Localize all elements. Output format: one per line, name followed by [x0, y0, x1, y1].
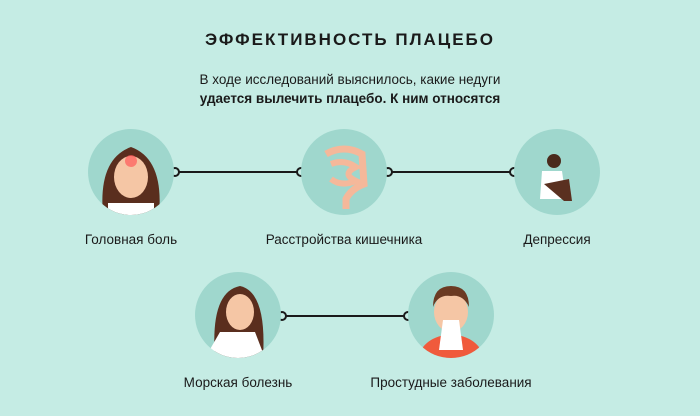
subtitle-line1: В ходе исследований выяснилось, какие не…: [199, 72, 501, 87]
connector-line: [388, 171, 514, 173]
label-motion-sickness: Морская болезнь: [183, 375, 293, 390]
subtitle: В ходе исследований выяснилось, какие не…: [0, 70, 700, 108]
sneezing-man-icon: [408, 272, 494, 358]
label-colds: Простудные заболевания: [370, 375, 532, 390]
subtitle-line2: удается вылечить плацебо. К ним относятс…: [199, 91, 501, 106]
label-headache: Головная боль: [84, 232, 178, 247]
page-title: ЭФФЕКТИВНОСТЬ ПЛАЦЕБО: [205, 30, 495, 49]
intestine-icon: [301, 129, 387, 215]
nauseous-woman-icon: [195, 272, 281, 358]
depressed-person-icon: [514, 129, 600, 215]
connector-line: [282, 315, 408, 317]
connector-line: [175, 171, 301, 173]
label-bowel-disorders: Расстройства кишечника: [265, 232, 423, 247]
label-depression: Депрессия: [523, 232, 591, 247]
headache-woman-icon: [88, 129, 174, 215]
